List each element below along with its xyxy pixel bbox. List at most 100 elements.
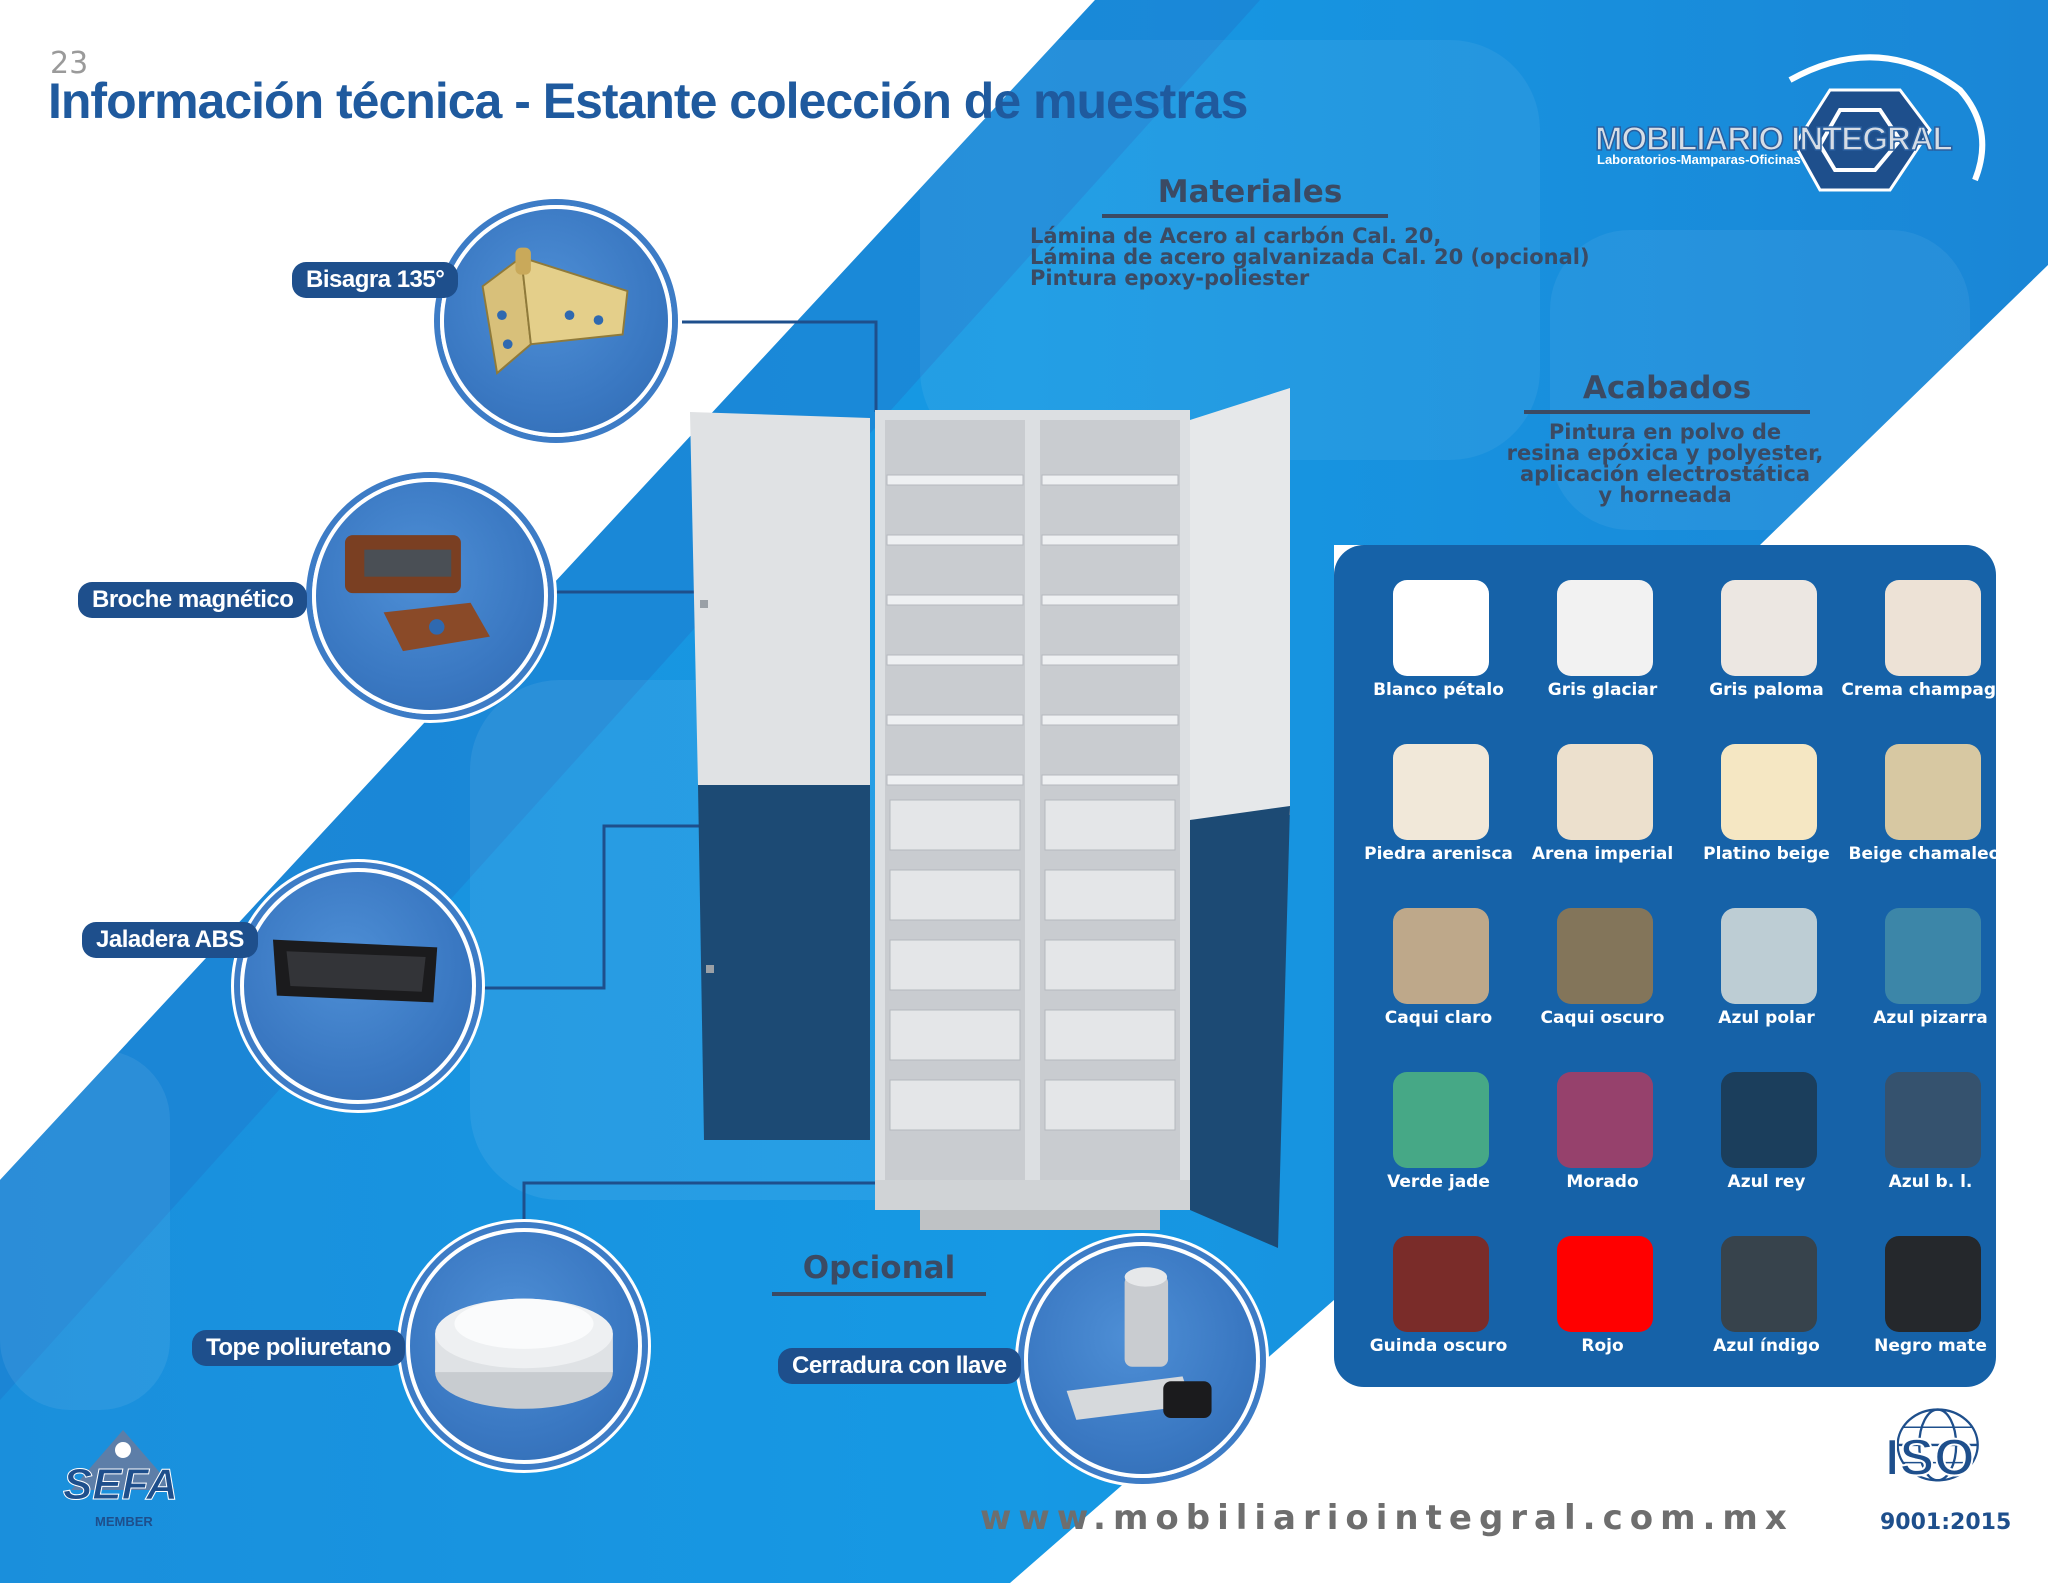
sefa-logo: SEFA MEMBER [55, 1430, 205, 1540]
swatch-item: Beige chamaleon [1848, 708, 2013, 872]
sefa-member: MEMBER [95, 1514, 153, 1529]
handle-circle [240, 868, 476, 1104]
abs-handle-icon [272, 939, 438, 1003]
sefa-triangle-icon [71, 1430, 175, 1490]
color-swatch [1393, 1236, 1489, 1332]
swatch-item: Azul índigo [1684, 1200, 1849, 1364]
swatch-item: Gris paloma [1684, 544, 1849, 708]
swatch-name: Platino beige [1703, 844, 1830, 864]
swatch-name: Gris glaciar [1547, 680, 1658, 700]
sefa-text: SEFA [63, 1460, 179, 1510]
swatch-name: Guinda oscuro [1369, 1336, 1508, 1356]
color-swatch [1557, 908, 1653, 1004]
swatch-item: Azul rey [1684, 1036, 1849, 1200]
website-url[interactable]: www.mobiliariointegral.com.mx [980, 1498, 1794, 1538]
swatch-item: Azul polar [1684, 872, 1849, 1036]
swatch-name: Rojo [1581, 1336, 1624, 1356]
color-swatch [1885, 1236, 1981, 1332]
swatch-item: Gris glaciar [1520, 544, 1685, 708]
iso-number: 9001:2015 [1880, 1510, 2012, 1535]
color-swatch [1393, 1072, 1489, 1168]
swatch-name: Morado [1566, 1172, 1639, 1192]
materials-heading: Materiales [1157, 174, 1343, 210]
color-swatch [1721, 580, 1817, 676]
hinge-label: Bisagra 135° [292, 262, 459, 298]
swatch-item: Blanco pétalo [1356, 544, 1521, 708]
swatch-name: Azul b. l. [1888, 1172, 1973, 1192]
color-swatch [1885, 908, 1981, 1004]
finishes-heading: Acabados [1582, 370, 1752, 406]
finishes-line: aplicación electrostática [1519, 462, 1811, 486]
materials-line: Lámina de acero galvanizada Cal. 20 (opc… [1030, 245, 1590, 269]
color-swatch [1721, 908, 1817, 1004]
swatch-item: Caqui claro [1356, 872, 1521, 1036]
lock-label: Cerradura con llave [778, 1348, 1021, 1384]
swatch-item: Caqui oscuro [1520, 872, 1685, 1036]
swatch-name: Azul rey [1727, 1172, 1806, 1192]
handle-label: Jaladera ABS [82, 922, 258, 958]
swatch-name: Caqui oscuro [1540, 1008, 1665, 1028]
materials-line: Lámina de Acero al carbón Cal. 20, [1030, 224, 1442, 248]
swatch-item: Rojo [1520, 1200, 1685, 1364]
swatch-item: Arena imperial [1520, 708, 1685, 872]
page-title: Información técnica - Estante colección … [48, 73, 1248, 129]
magnet-circle [312, 478, 548, 714]
logo-swoosh-icon [1788, 54, 1986, 192]
polyurethane-stopper-icon [435, 1298, 613, 1409]
hinge-icon [481, 247, 629, 375]
swatch-name: Arena imperial [1531, 844, 1674, 864]
magnetic-catch-icon [344, 535, 490, 652]
color-swatch [1557, 1236, 1653, 1332]
hinge-circle [440, 205, 672, 437]
swatch-name: Azul pizarra [1873, 1008, 1988, 1028]
materials-line: Pintura epoxy-poliester [1030, 266, 1310, 290]
iso-logo: ISO 9001:2015 [1875, 1408, 2011, 1538]
swatch-item: Negro mate [1848, 1200, 2013, 1364]
logo-subtitle: Laboratorios-Mamparas-Oficinas [1597, 152, 1801, 167]
color-swatch [1721, 1236, 1817, 1332]
color-swatch [1557, 1072, 1653, 1168]
stopper-circle [406, 1228, 642, 1464]
swatch-name: Caqui claro [1384, 1008, 1493, 1028]
swatch-item: Crema champagne [1841, 544, 2020, 708]
optional-rule [772, 1292, 986, 1296]
color-swatch [1721, 1072, 1817, 1168]
cabinet-illustration [690, 388, 1290, 1248]
finishes-rule [1524, 410, 1810, 414]
color-swatch [1393, 580, 1489, 676]
color-swatch [1885, 580, 1981, 676]
swatch-name: Beige chamaleon [1848, 844, 2013, 864]
materials-text: Lámina de Acero al carbón Cal. 20, Lámin… [1030, 226, 1590, 289]
swatch-item: Piedra arenisca [1356, 708, 1521, 872]
color-swatch [1721, 744, 1817, 840]
logo-name: MOBILIARIO INTEGRAL [1594, 119, 1953, 158]
page-number: 23 [50, 46, 89, 81]
swatch-name: Crema champagne [1841, 680, 2020, 700]
key-lock-icon [1066, 1267, 1212, 1420]
swatch-item: Guinda oscuro [1356, 1200, 1521, 1364]
stopper-label: Tope poliuretano [192, 1330, 405, 1366]
color-swatch [1557, 580, 1653, 676]
color-swatch [1393, 744, 1489, 840]
color-swatch [1557, 744, 1653, 840]
finishes-line: resina epóxica y polyester, [1506, 441, 1824, 465]
swatch-name: Azul polar [1718, 1008, 1815, 1028]
color-swatch [1885, 1072, 1981, 1168]
swatch-item: Morado [1520, 1036, 1685, 1200]
magnet-label: Broche magnético [78, 582, 308, 618]
globe-icon [1896, 1408, 1979, 1482]
materials-rule [1102, 214, 1388, 218]
optional-heading: Opcional [802, 1250, 956, 1286]
iso-text: ISO [1884, 1428, 1976, 1488]
swatch-name: Azul índigo [1713, 1336, 1820, 1356]
swatch-name: Gris paloma [1709, 680, 1824, 700]
swatch-item: Azul pizarra [1848, 872, 2013, 1036]
color-swatch [1885, 744, 1981, 840]
swatch-item: Platino beige [1684, 708, 1849, 872]
company-logo: MOBILIARIO INTEGRAL Laboratorios-Mampara… [1594, 50, 1995, 210]
swatch-name: Negro mate [1874, 1336, 1987, 1356]
color-swatch [1393, 908, 1489, 1004]
lock-circle [1024, 1242, 1260, 1478]
finishes-line: Pintura en polvo de [1548, 420, 1782, 444]
